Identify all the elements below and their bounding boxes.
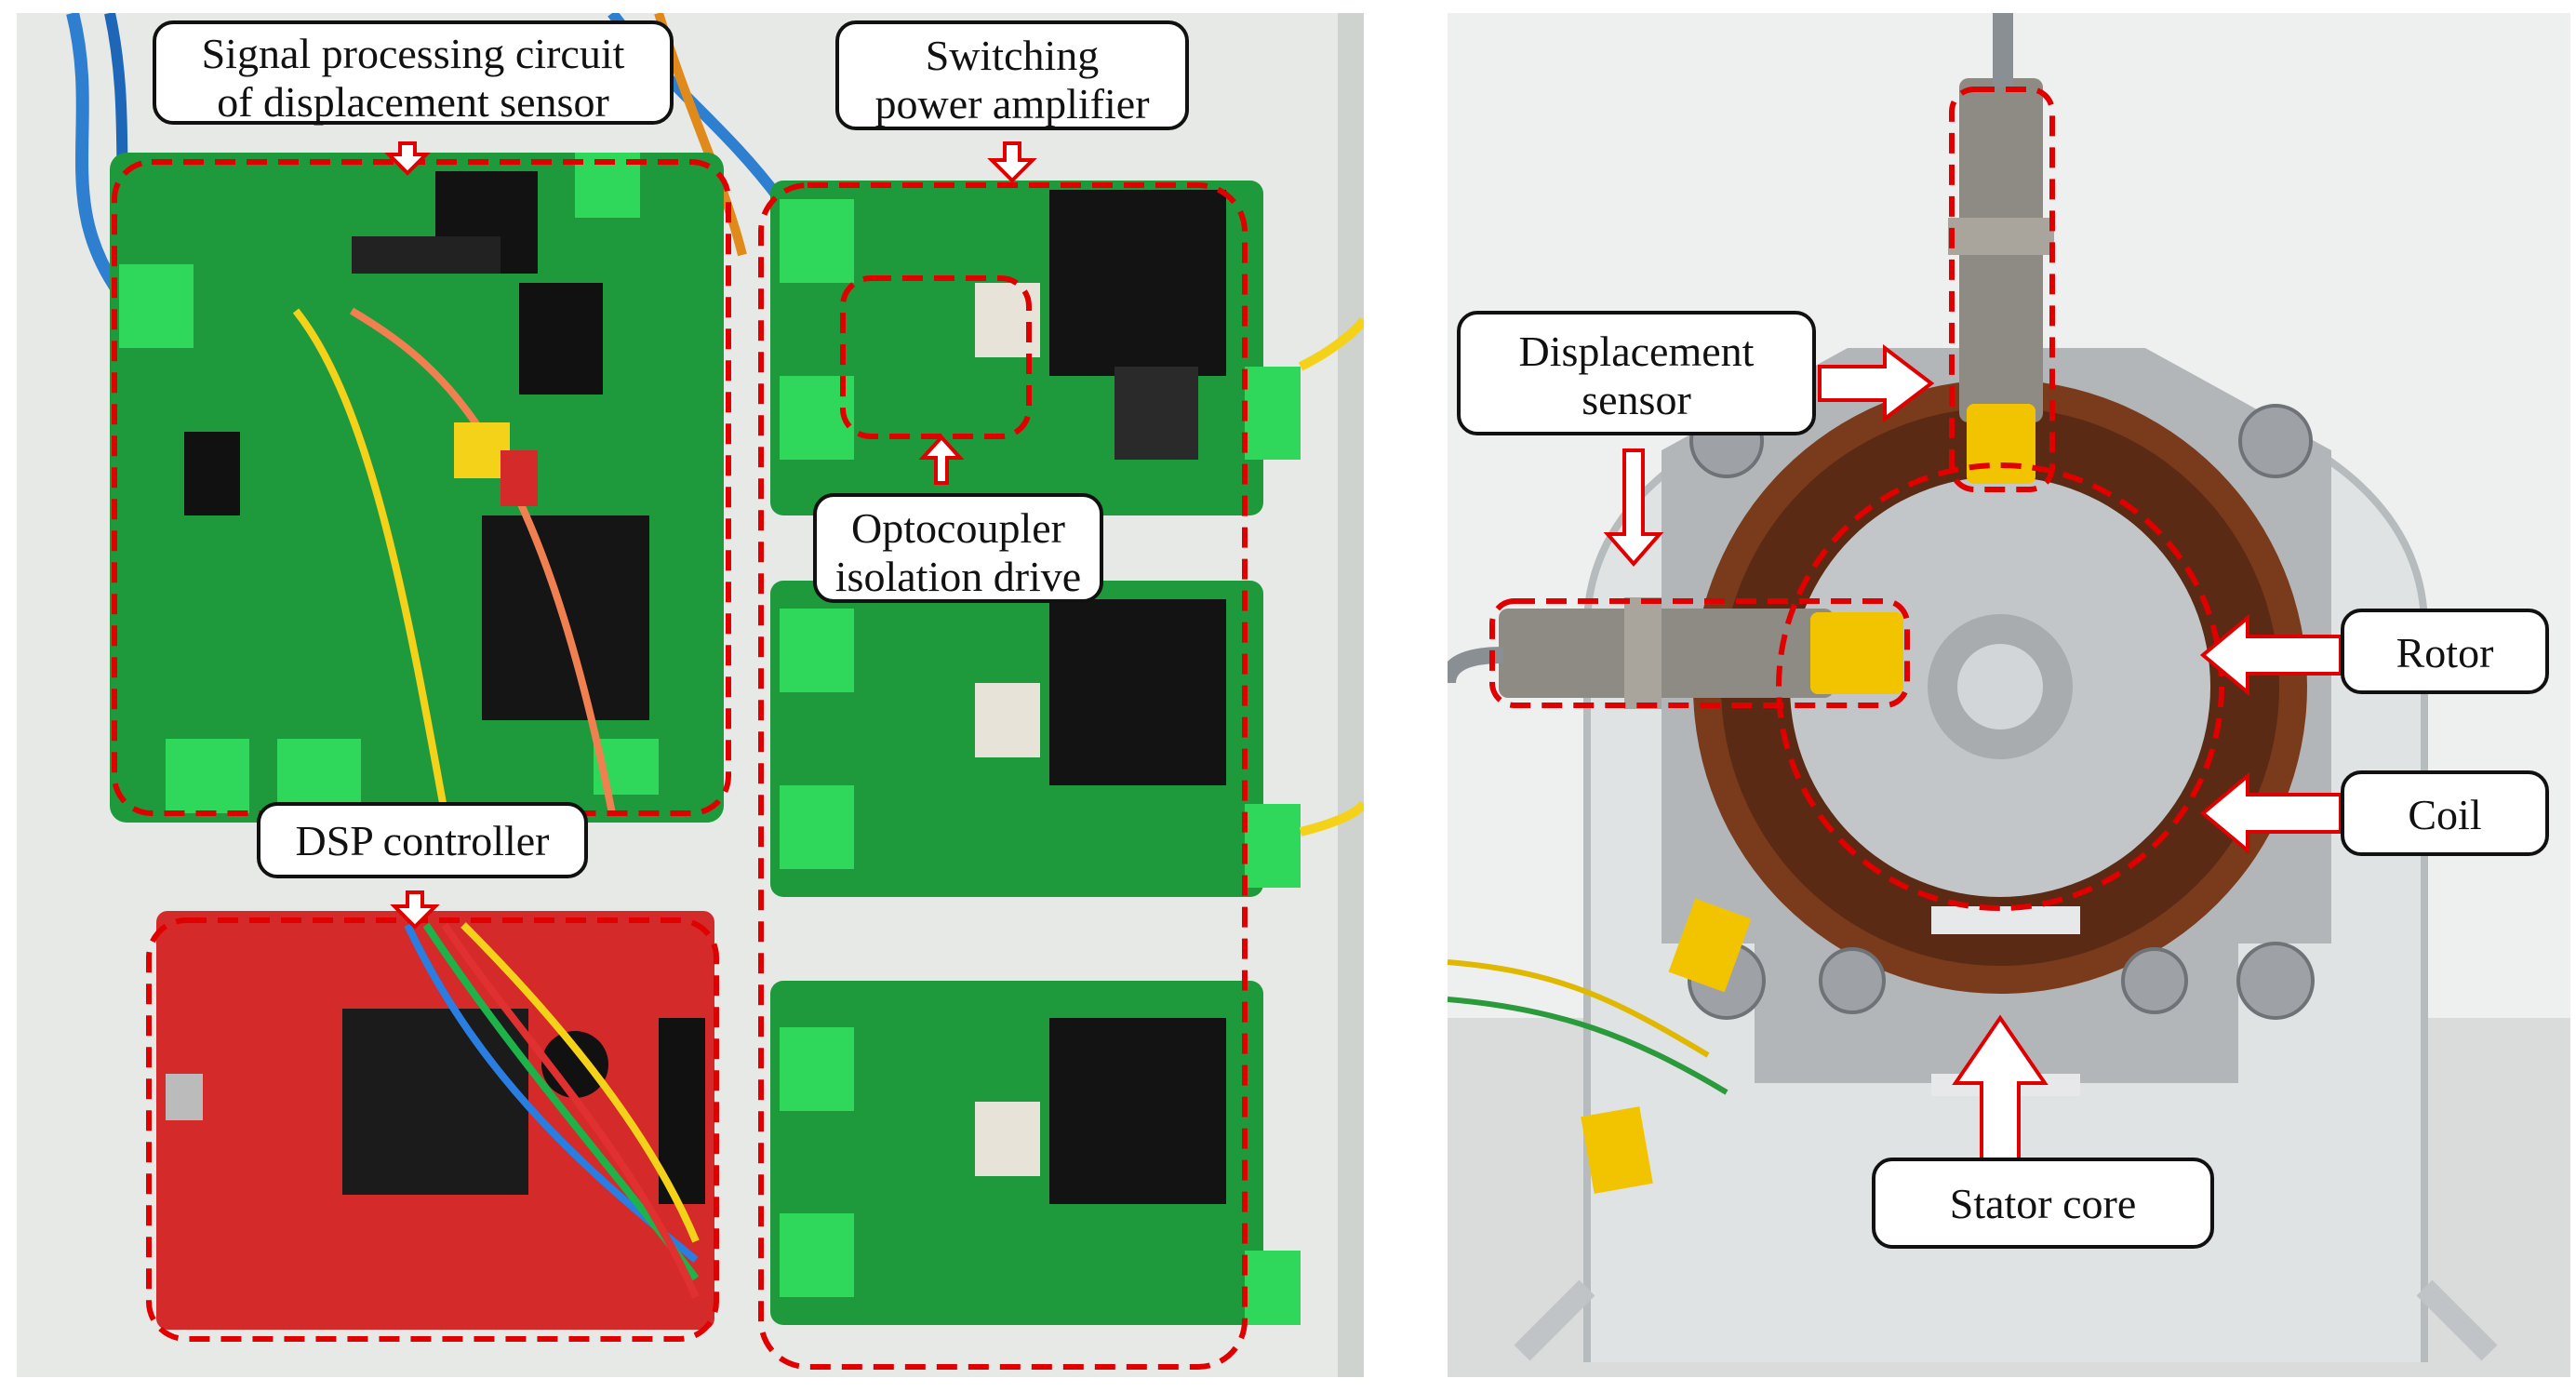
label-line: power amplifier bbox=[874, 79, 1150, 127]
pointer-arrows bbox=[384, 141, 1037, 930]
optocoupler-label: Optocoupler isolation drive bbox=[813, 493, 1103, 603]
label-line: Displacement bbox=[1518, 328, 1755, 375]
highlight-regions bbox=[1489, 87, 2224, 911]
signal-processing-label: Signal processing circuit of displacemen… bbox=[153, 20, 674, 126]
switching-amplifier-label: Switching power amplifier bbox=[835, 20, 1189, 130]
label-line: sensor bbox=[1582, 375, 1691, 423]
pointer-arrows bbox=[1603, 343, 2342, 1169]
amplifier-boards bbox=[770, 181, 1364, 1325]
signal-processing-board bbox=[110, 153, 724, 823]
label-line: of displacement sensor bbox=[217, 77, 609, 126]
test-rig-photo bbox=[1448, 13, 2570, 1377]
coil-label: Coil bbox=[2341, 770, 2549, 856]
label-line: Coil bbox=[2408, 791, 2482, 838]
label-line: Signal processing circuit bbox=[201, 30, 625, 77]
hardware-photo-panel: Signal processing circuit of displacemen… bbox=[17, 13, 1364, 1377]
label-line: Switching bbox=[925, 32, 1100, 79]
label-line: Optocoupler bbox=[851, 504, 1065, 552]
dsp-board bbox=[156, 911, 714, 1330]
label-line: isolation drive bbox=[834, 552, 1082, 600]
test-rig-photo-panel: Displacement sensor Rotor Coil Stator co… bbox=[1448, 13, 2570, 1377]
label-line: Stator core bbox=[1949, 1180, 2137, 1227]
displacement-sensor-label: Displacement sensor bbox=[1457, 311, 1816, 435]
stator-core-label: Stator core bbox=[1872, 1158, 2214, 1249]
label-line: Rotor bbox=[2396, 629, 2494, 676]
label-line: DSP controller bbox=[295, 817, 550, 864]
rotor-label: Rotor bbox=[2341, 609, 2549, 694]
dsp-controller-label: DSP controller bbox=[257, 802, 588, 878]
hardware-photo bbox=[17, 13, 1364, 1377]
